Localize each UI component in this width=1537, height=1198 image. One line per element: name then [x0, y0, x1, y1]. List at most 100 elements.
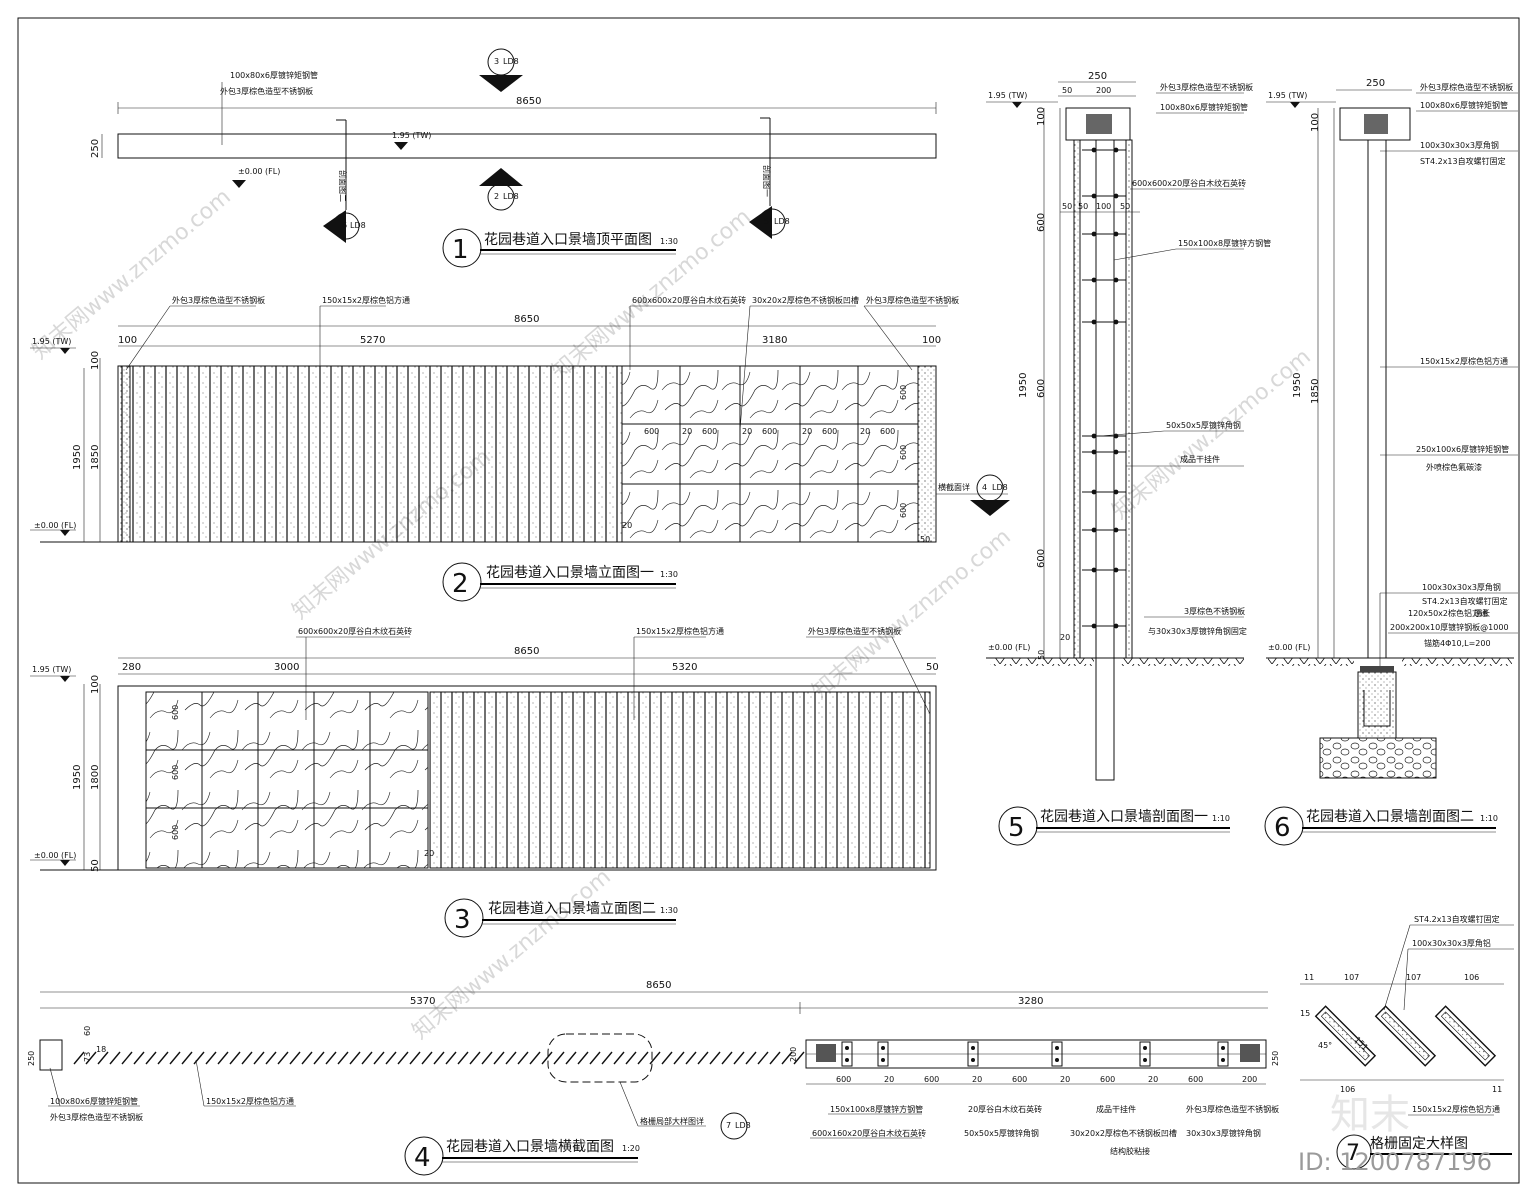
level-tw: 1.95 (TW): [1268, 91, 1307, 100]
view-6-section-two: 250 外包3厚棕色造型不锈钢板 100x80x6厚镀锌矩钢管 100x30x3…: [1264, 78, 1518, 846]
dim-600: 600: [1036, 549, 1047, 568]
dim-c: 5320: [672, 662, 697, 673]
end-tube: [39, 1039, 63, 1071]
dim-h1: 100: [90, 675, 101, 694]
note-detail: 格栅局部大样图详: [640, 1116, 704, 1126]
stone-facing: [1125, 139, 1133, 659]
gap: 20: [424, 849, 434, 858]
slat-mark: [481, 1051, 493, 1065]
image-id: ID: 1200787196: [1298, 1148, 1492, 1176]
steel-tube: [1364, 114, 1388, 134]
slat-mark: [589, 1051, 601, 1065]
steel-post: [1367, 139, 1387, 659]
dim-18: 18: [96, 1045, 106, 1054]
note-flat2: 通长: [1474, 608, 1490, 618]
seg: 600: [924, 1075, 939, 1084]
wall-plan-outline: [117, 133, 937, 159]
dim-h3: 1950: [72, 445, 83, 470]
callout-2[interactable]: 2 LD8: [479, 168, 523, 211]
view-title-6: 6 花园巷道入口景墙剖面图二 1:10: [1264, 806, 1498, 846]
tile-grid: [146, 692, 428, 868]
earth-hatch: [1402, 658, 1512, 666]
earth-hatch: [990, 658, 1094, 666]
hanger: [1217, 1041, 1229, 1067]
callout-4[interactable]: 4 LD8: [970, 474, 1010, 516]
tile-h: 600: [899, 503, 908, 518]
slat-mark: [313, 1051, 325, 1065]
slat-mark: [541, 1051, 553, 1065]
svg-text:6: 6: [1274, 813, 1291, 843]
dim: 107: [1344, 973, 1359, 982]
detail-bubble[interactable]: [547, 1033, 653, 1083]
view-title-3: 3 花园巷道入口景墙立面图二 1:30: [444, 898, 678, 938]
slat-mark: [349, 1051, 361, 1065]
note-ss: 3厚棕色不锈钢板: [1184, 606, 1245, 616]
svg-text:花园巷道入口景墙横截面图: 花园巷道入口景墙横截面图: [446, 1139, 614, 1155]
svg-text:LD8: LD8: [503, 57, 519, 66]
view-3-elevation-two: 600x600x20厚谷白木纹石英砖 150x15x2厚棕色铝方通 外包3厚棕色…: [30, 626, 939, 938]
level-fl: ±0.00 (FL): [34, 521, 76, 530]
dim: 106: [1464, 973, 1479, 982]
dim-a: 100: [118, 335, 137, 346]
view-4-cross-section: 8650 5370 3280 250 60 73 18 200 250 600 …: [27, 980, 1280, 1176]
note-stone: 600x600x20厚谷白木纹石英砖: [1132, 178, 1246, 188]
note-cover: 外包3厚棕色造型不锈钢板: [50, 1112, 143, 1122]
dim: 106: [1340, 1085, 1355, 1094]
slat-mark: [697, 1051, 709, 1065]
gap: 20: [682, 427, 692, 436]
bolt: [881, 1046, 885, 1050]
slat-mark: [601, 1051, 613, 1065]
svg-text:4: 4: [982, 483, 987, 492]
svg-text:6: 6: [342, 221, 347, 230]
slat-mark: [397, 1051, 409, 1065]
note-screw2: ST4.2x13自攻螺钉固定: [1422, 596, 1508, 606]
svg-text:5: 5: [1008, 813, 1025, 843]
svg-text:格栅固定大样图: 格栅固定大样图: [1370, 1136, 1468, 1152]
gap: 20: [742, 427, 752, 436]
bolt-head: [1113, 623, 1119, 629]
svg-text:1: 1: [452, 235, 469, 265]
slat-mark: [337, 1051, 349, 1065]
dim-d: 50: [926, 662, 939, 673]
note-sq: 150x100x8厚镀锌方钢管: [830, 1104, 923, 1114]
callout-6[interactable]: 6 LD8: [323, 210, 366, 243]
stone-tile-panel: [145, 691, 429, 869]
tile-w: 600: [644, 427, 659, 436]
dim-45: 45°: [1318, 1041, 1332, 1050]
bolt: [1143, 1046, 1147, 1050]
note-angle2: 30x30x3厚镀锌角钢: [1186, 1128, 1261, 1138]
bolt-head: [1091, 623, 1097, 629]
svg-text:LD8: LD8: [350, 221, 366, 230]
callout-3[interactable]: 3 LD8: [479, 48, 523, 92]
bolt-head: [1091, 277, 1097, 283]
slat-mark: [385, 1051, 397, 1065]
brand-logo: 知末: [1330, 1092, 1410, 1138]
slat-mark: [277, 1051, 289, 1065]
dim-bottom: 50: [90, 859, 101, 872]
callout-7[interactable]: 7 LD8: [720, 1112, 751, 1140]
note-angle: 100x30x30x3厚角钢: [1420, 140, 1499, 150]
view-1-top-plan: 8650 250 100x80x6厚镀锌矩钢管 外包3厚棕色造型不锈钢板 1.9…: [90, 48, 937, 268]
watermark-layer: 知末网www.znzmo.com 知末网www.znzmo.com 知末网www…: [28, 184, 1316, 1044]
dim-1850: 1850: [1310, 379, 1321, 404]
tile-grid: [622, 366, 918, 542]
note-cover: 外包3厚棕色造型不锈钢板: [808, 626, 901, 636]
gap: 20: [860, 427, 870, 436]
bolt-head: [1113, 147, 1119, 153]
note-groove: 30x20x2厚棕色不锈钢板凹槽: [1070, 1128, 1177, 1138]
bolt: [1055, 1058, 1059, 1062]
note-paint: 外喷棕色氟碳漆: [1426, 462, 1482, 472]
seg: 20: [1148, 1075, 1158, 1084]
section-label: 剖面图二: [338, 170, 348, 202]
dim-60: 60: [83, 1026, 92, 1036]
bolt-head: [1091, 433, 1097, 439]
embed-plate: [1360, 666, 1394, 672]
svg-text:花园巷道入口景墙剖面图一: 花园巷道入口景墙剖面图一: [1040, 809, 1208, 825]
callout-5[interactable]: 5 LD8: [749, 206, 790, 239]
slat-mark: [661, 1051, 673, 1065]
bolt-head: [1113, 277, 1119, 283]
svg-text:2: 2: [452, 569, 469, 599]
slat-mark: [409, 1051, 421, 1065]
stone-tile-panel: [621, 365, 919, 543]
slat-mark: [253, 1051, 265, 1065]
